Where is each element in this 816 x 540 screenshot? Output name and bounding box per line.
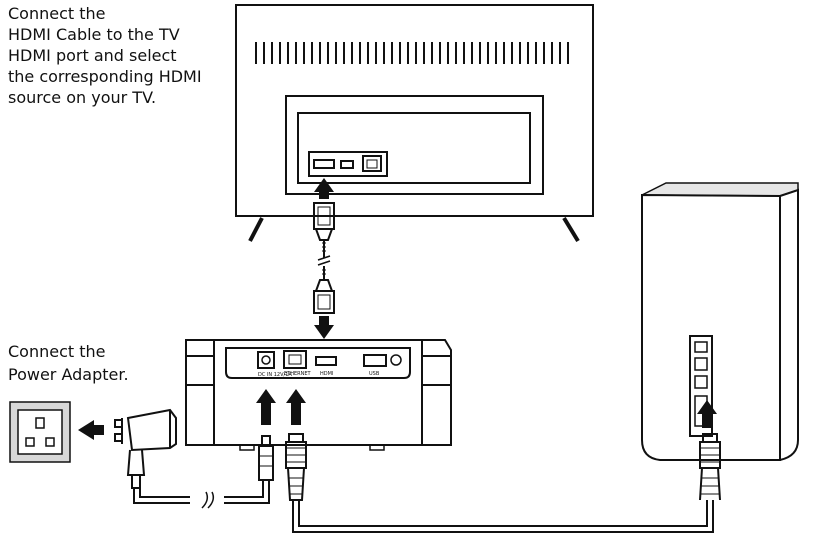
instruction-line: Connect the: [8, 342, 106, 361]
ethernet-label: ETHERNET: [284, 371, 312, 377]
instruction-line: the corresponding HDMI: [8, 67, 202, 86]
ethernet-port: [283, 350, 307, 369]
instruction-line: Power Adapter.: [8, 365, 129, 384]
router-port-panel: [689, 335, 713, 437]
tv-port-panel: [297, 112, 531, 184]
usb-label: USB: [369, 371, 380, 377]
router-front: [641, 193, 781, 461]
adapter-body: [126, 408, 177, 452]
hdmi-port: [315, 356, 337, 366]
mesh-router: [641, 182, 799, 461]
router-top: [641, 182, 799, 197]
dc-in-port: [257, 351, 275, 369]
hdmi-cable: [313, 178, 335, 339]
power-adapter: [114, 408, 177, 489]
instruction-line: Connect the: [8, 4, 106, 23]
tv-port-block: [308, 151, 388, 177]
arrow-down-icon: [314, 316, 334, 339]
tv-usb-port: [340, 160, 354, 169]
arrow-up-icon: [256, 389, 276, 425]
router-side: [779, 188, 799, 461]
arrow-left-icon: [78, 420, 104, 440]
instruction-line: source on your TV.: [8, 88, 157, 107]
dc-in-label: DC IN 12V/1A: [258, 372, 292, 378]
tv-vent-grille: [255, 42, 569, 64]
tv-illustration: [235, 4, 594, 243]
arrow-up-icon: [286, 389, 306, 425]
tv-connection-instruction: Connect the HDMI Cable to the TV HDMI po…: [8, 3, 202, 108]
ethernet-cable: [285, 433, 721, 533]
hdmi-label: HDMI: [320, 371, 333, 377]
instruction-line: HDMI Cable to the TV: [8, 25, 180, 44]
tv-hdmi-port: [313, 159, 335, 169]
usb-port: [363, 354, 387, 367]
box-port-panel: [225, 347, 411, 379]
tv-left-leg: [248, 217, 264, 242]
box-body: [185, 339, 452, 446]
wall-socket: [9, 401, 71, 463]
tv-right-leg: [562, 216, 580, 243]
instruction-line: HDMI port and select: [8, 46, 177, 65]
arrow-up-icon: [697, 400, 717, 428]
tv-ethernet-port: [362, 155, 382, 172]
power-cable: [133, 435, 274, 509]
arrow-up-icon: [314, 178, 334, 199]
power-adapter-instruction: Connect the Power Adapter.: [8, 340, 129, 386]
tv-body: [235, 4, 594, 217]
set-top-box: [185, 339, 452, 451]
tv-rear-panel: [285, 95, 544, 195]
